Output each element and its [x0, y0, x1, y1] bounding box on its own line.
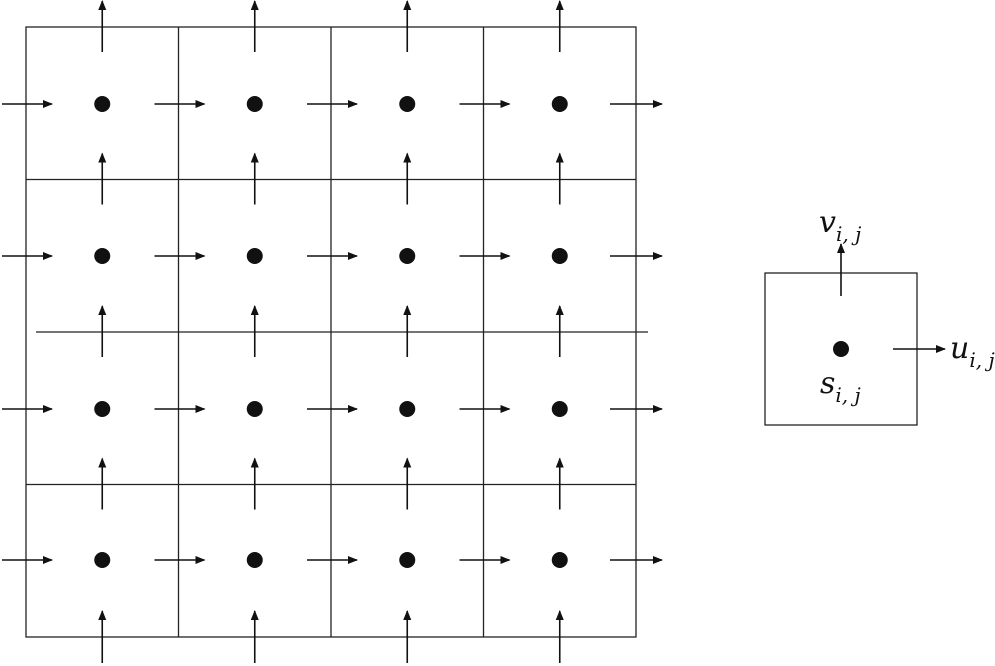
scalar-dot: [399, 248, 416, 264]
scalar-dot: [399, 96, 416, 112]
scalar-dot: [551, 248, 568, 264]
label-v-ij: vi, j: [819, 205, 861, 246]
label-s-ij: si, j: [820, 366, 861, 407]
scalar-dot: [551, 552, 568, 568]
scalar-dot: [94, 96, 111, 112]
scalar-dot: [94, 552, 111, 568]
scalar-dot: [551, 96, 568, 112]
label-u-ij: ui, j: [950, 331, 995, 372]
grid-layer: [2, 0, 663, 663]
scalar-dot: [399, 552, 416, 568]
scalar-dot: [399, 401, 416, 417]
scalar-dot: [246, 96, 263, 112]
scalar-dot: [246, 401, 263, 417]
detail-cell: si, j ui, j vi, j: [764, 205, 995, 426]
scalar-dot: [246, 552, 263, 568]
scalar-dot: [551, 401, 568, 417]
scalar-dot: [94, 401, 111, 417]
scalar-dot: [94, 248, 111, 264]
detail-scalar-dot: [833, 341, 849, 357]
scalar-dot: [246, 248, 263, 264]
